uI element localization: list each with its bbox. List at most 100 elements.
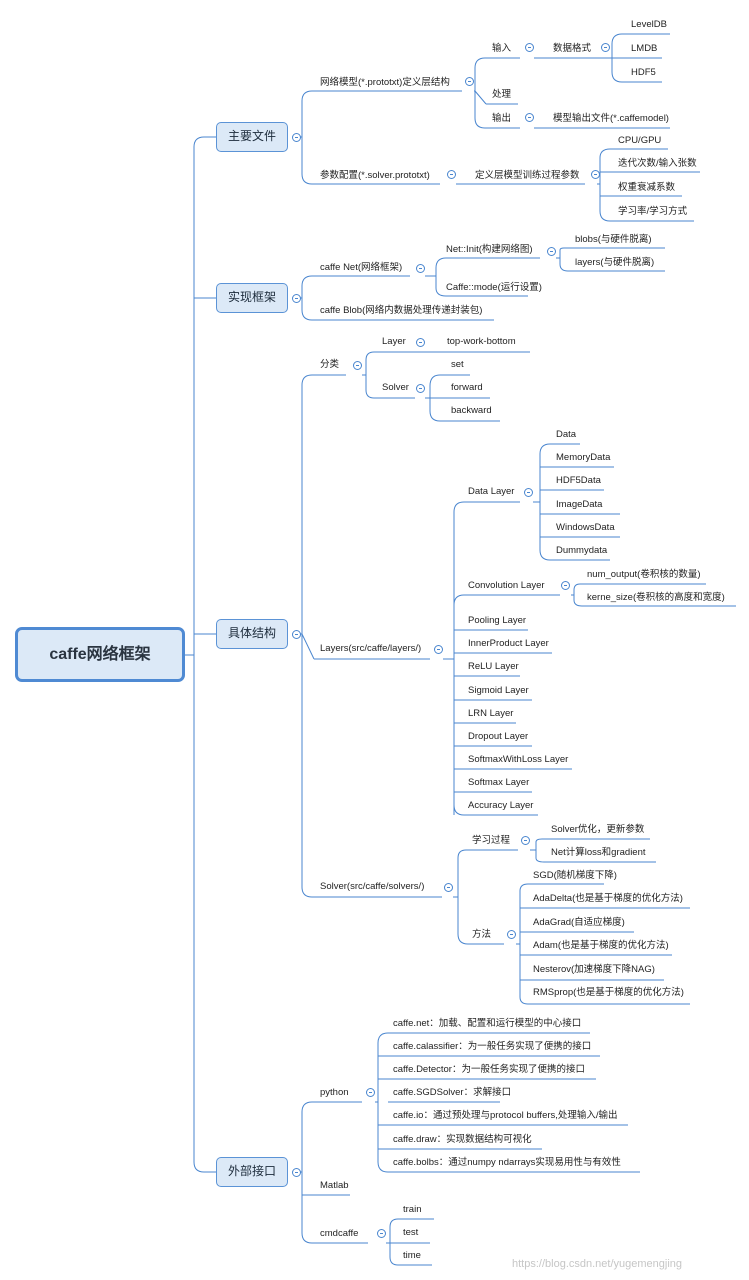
- collapse-toggle-icon[interactable]: [434, 645, 443, 654]
- node-detail-structure[interactable]: 具体结构: [216, 619, 288, 649]
- collapse-toggle-icon[interactable]: [465, 77, 474, 86]
- node-weight-decay[interactable]: 权重衰减系数: [618, 182, 676, 193]
- collapse-toggle-icon[interactable]: [444, 883, 453, 892]
- node-main-files[interactable]: 主要文件: [216, 122, 288, 152]
- collapse-toggle-icon[interactable]: [416, 384, 425, 393]
- node-image-data[interactable]: ImageData: [556, 499, 603, 510]
- node-solver[interactable]: Solver: [382, 382, 409, 393]
- node-top-work-bottom[interactable]: top-work-bottom: [447, 336, 516, 347]
- node-category[interactable]: 分类: [320, 359, 340, 370]
- node-external-interface[interactable]: 外部接口: [216, 1157, 288, 1187]
- root-node[interactable]: caffe网络框架: [15, 627, 185, 682]
- node-data[interactable]: Data: [556, 429, 577, 440]
- node-relu-layer[interactable]: ReLU Layer: [468, 661, 519, 672]
- node-softmax-layer[interactable]: Softmax Layer: [468, 777, 530, 788]
- node-lmdb[interactable]: LMDB: [631, 43, 658, 54]
- node-layer[interactable]: Layer: [382, 336, 406, 347]
- node-solver-optimize[interactable]: Solver优化，更新参数: [551, 824, 645, 835]
- node-caffe-net[interactable]: caffe Net(网络框架): [320, 262, 403, 273]
- node-sigmoid-layer[interactable]: Sigmoid Layer: [468, 685, 529, 696]
- node-time[interactable]: time: [403, 1250, 421, 1261]
- collapse-toggle-icon[interactable]: [447, 170, 456, 179]
- collapse-toggle-icon[interactable]: [353, 361, 362, 370]
- collapse-toggle-icon[interactable]: [377, 1229, 386, 1238]
- node-learning-process[interactable]: 学习过程: [472, 835, 511, 846]
- node-learning-rate[interactable]: 学习率/学习方式: [618, 206, 688, 217]
- node-nesterov[interactable]: Nesterov(加速梯度下降NAG): [533, 964, 655, 975]
- node-kernel-size[interactable]: kerne_size(卷积核的高度和宽度): [587, 592, 725, 603]
- node-layers[interactable]: layers(与硬件脱离): [575, 257, 655, 268]
- node-caffe-blob[interactable]: caffe Blob(网络内数据处理传递封装包): [320, 305, 483, 316]
- node-net-init[interactable]: Net::Init(构建网络图): [446, 244, 533, 255]
- node-num-output[interactable]: num_output(卷积核的数量): [587, 569, 701, 580]
- node-solver-src[interactable]: Solver(src/caffe/solvers/): [320, 881, 425, 892]
- node-caffe-io[interactable]: caffe.io：通过预处理与protocol buffers,处理输入/输出: [393, 1110, 618, 1121]
- node-model-output[interactable]: 模型输出文件(*.caffemodel): [553, 113, 669, 124]
- node-data-format[interactable]: 数据格式: [553, 43, 592, 54]
- collapse-toggle-icon[interactable]: [292, 1168, 301, 1177]
- node-caffe-draw[interactable]: caffe.draw：实现数据结构可视化: [393, 1134, 532, 1145]
- collapse-toggle-icon[interactable]: [292, 133, 301, 142]
- node-backward[interactable]: backward: [451, 405, 492, 416]
- node-input[interactable]: 输入: [492, 43, 512, 54]
- collapse-toggle-icon[interactable]: [561, 581, 570, 590]
- node-memory-data[interactable]: MemoryData: [556, 452, 611, 463]
- collapse-toggle-icon[interactable]: [366, 1088, 375, 1097]
- node-output[interactable]: 输出: [492, 113, 512, 124]
- node-rmsprop[interactable]: RMSprop(也是基于梯度的优化方法): [533, 987, 684, 998]
- node-implementation[interactable]: 实现框架: [216, 283, 288, 313]
- node-caffe-detector[interactable]: caffe.Detector：为一般任务实现了便携的接口: [393, 1064, 585, 1075]
- collapse-toggle-icon[interactable]: [547, 247, 556, 256]
- node-innerproduct-layer[interactable]: InnerProduct Layer: [468, 638, 549, 649]
- collapse-toggle-icon[interactable]: [524, 488, 533, 497]
- node-caffe-sgdsolver[interactable]: caffe.SGDSolver：求解接口: [393, 1087, 512, 1098]
- node-train[interactable]: train: [403, 1204, 422, 1215]
- node-set[interactable]: set: [451, 359, 464, 370]
- node-python[interactable]: python: [320, 1087, 349, 1098]
- node-layers-src[interactable]: Layers(src/caffe/layers/): [320, 643, 422, 654]
- collapse-toggle-icon[interactable]: [601, 43, 610, 52]
- collapse-toggle-icon[interactable]: [292, 630, 301, 639]
- node-hdf5[interactable]: HDF5: [631, 67, 656, 78]
- collapse-toggle-icon[interactable]: [525, 43, 534, 52]
- node-data-layer[interactable]: Data Layer: [468, 486, 515, 497]
- node-caffe-net-api[interactable]: caffe.net：加载、配置和运行模型的中心接口: [393, 1018, 582, 1029]
- node-adagrad[interactable]: AdaGrad(自适应梯度): [533, 917, 625, 928]
- node-convolution-layer[interactable]: Convolution Layer: [468, 580, 545, 591]
- node-solver-prototxt[interactable]: 参数配置(*.solver.prototxt): [320, 170, 430, 181]
- node-caffe-bolbs[interactable]: caffe.bolbs：通过numpy ndarrays实现易用性与有效性: [393, 1157, 621, 1168]
- node-process[interactable]: 处理: [492, 89, 512, 100]
- node-hdf5-data[interactable]: HDF5Data: [556, 475, 601, 486]
- node-train-params[interactable]: 定义层模型训练过程参数: [475, 170, 580, 181]
- node-dummy-data[interactable]: Dummydata: [556, 545, 608, 556]
- node-caffe-mode[interactable]: Caffe::mode(运行设置): [446, 282, 542, 293]
- node-cpu-gpu[interactable]: CPU/GPU: [618, 135, 662, 146]
- collapse-toggle-icon[interactable]: [416, 264, 425, 273]
- node-cmdcaffe[interactable]: cmdcaffe: [320, 1228, 359, 1239]
- node-forward[interactable]: forward: [451, 382, 483, 393]
- node-leveldb[interactable]: LevelDB: [631, 19, 667, 30]
- collapse-toggle-icon[interactable]: [521, 836, 530, 845]
- node-blobs[interactable]: blobs(与硬件脱离): [575, 234, 652, 245]
- node-test[interactable]: test: [403, 1227, 419, 1238]
- node-sgd[interactable]: SGD(随机梯度下降): [533, 870, 617, 881]
- node-dropout-layer[interactable]: Dropout Layer: [468, 731, 529, 742]
- node-net-prototxt[interactable]: 网络模型(*.prototxt)定义层结构: [320, 77, 450, 88]
- node-adadelta[interactable]: AdaDelta(也是基于梯度的优化方法): [533, 893, 683, 904]
- node-lrn-layer[interactable]: LRN Layer: [468, 708, 514, 719]
- collapse-toggle-icon[interactable]: [525, 113, 534, 122]
- collapse-toggle-icon[interactable]: [292, 294, 301, 303]
- node-windows-data[interactable]: WindowsData: [556, 522, 615, 533]
- node-caffe-classifier[interactable]: caffe.calassifier：为一般任务实现了便携的接口: [393, 1041, 592, 1052]
- collapse-toggle-icon[interactable]: [416, 338, 425, 347]
- node-iterations[interactable]: 迭代次数/输入张数: [618, 158, 697, 169]
- node-adam[interactable]: Adam(也是基于梯度的优化方法): [533, 940, 669, 951]
- node-methods[interactable]: 方法: [472, 929, 492, 940]
- node-net-loss-gradient[interactable]: Net计算loss和gradient: [551, 847, 646, 858]
- node-matlab[interactable]: Matlab: [320, 1180, 349, 1191]
- collapse-toggle-icon[interactable]: [591, 170, 600, 179]
- node-pooling-layer[interactable]: Pooling Layer: [468, 615, 527, 626]
- node-softmaxwithloss-layer[interactable]: SoftmaxWithLoss Layer: [468, 754, 569, 765]
- collapse-toggle-icon[interactable]: [507, 930, 516, 939]
- node-accuracy-layer[interactable]: Accuracy Layer: [468, 800, 534, 811]
